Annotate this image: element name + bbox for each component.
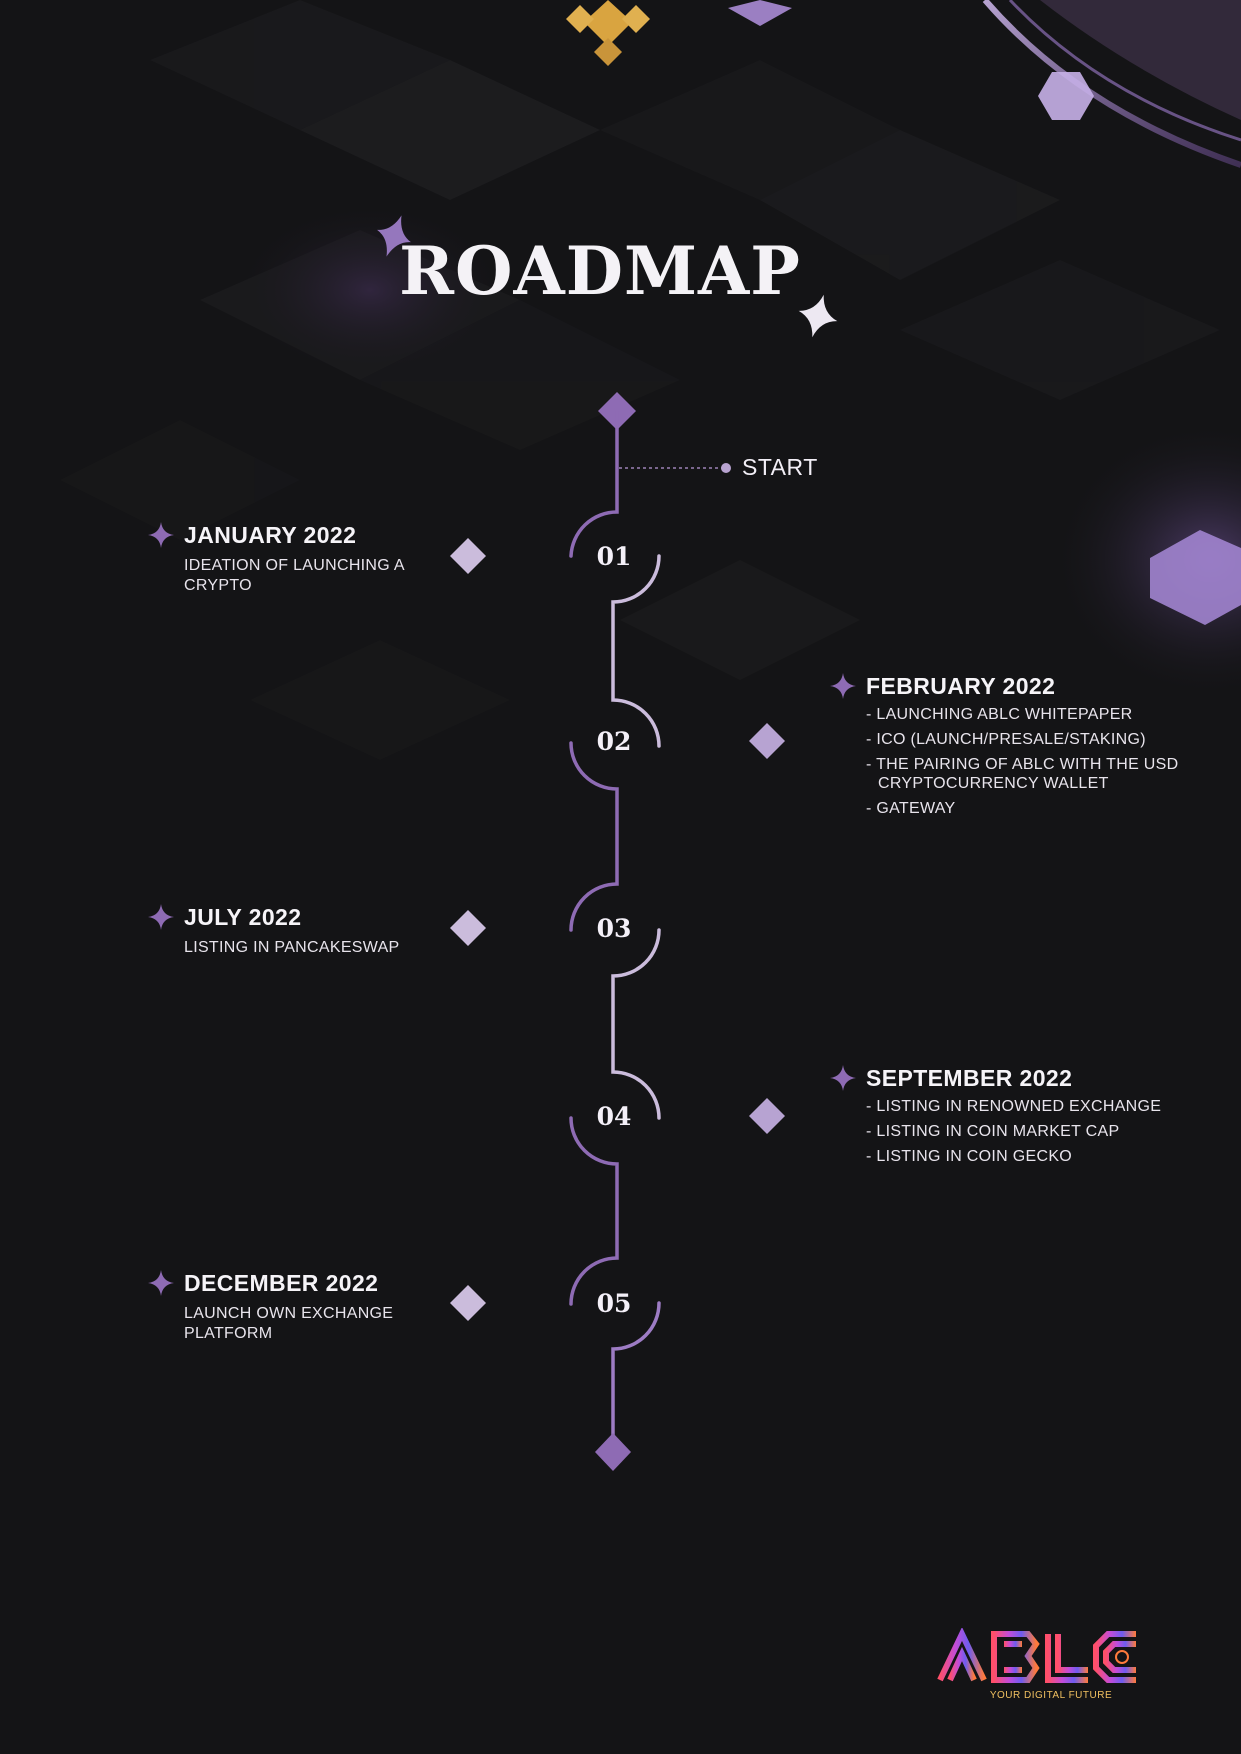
milestone-number: 05 <box>596 1289 632 1318</box>
diamond-marker-icon <box>749 1098 785 1134</box>
four-point-star-icon <box>148 522 174 548</box>
four-point-star-icon <box>148 904 174 930</box>
page-title: ROADMAP <box>399 232 801 310</box>
four-point-star-icon <box>377 215 411 257</box>
diamond-marker-icon <box>595 1433 631 1471</box>
milestone-item-list: LAUNCHING ABLC WHITEPAPER ICO (LAUNCH/PR… <box>866 705 1196 818</box>
milestone-number: 03 <box>596 914 632 943</box>
milestone-item: LAUNCHING ABLC WHITEPAPER <box>866 705 1196 724</box>
milestone-date: FEBRUARY 2022 <box>866 673 1056 699</box>
four-point-star-icon <box>830 1065 856 1091</box>
milestone-number: 01 <box>596 542 632 571</box>
milestone-description: LAUNCH OWN EXCHANGE PLATFORM <box>184 1305 394 1342</box>
background-glow <box>230 200 510 380</box>
milestone-september: SEPTEMBER 2022 LISTING IN RENOWNED EXCHA… <box>830 1065 1206 1172</box>
timeline-path <box>466 409 767 1452</box>
milestone-february: FEBRUARY 2022 LAUNCHING ABLC WHITEPAPER … <box>830 673 1196 824</box>
diamond-marker-icon <box>450 538 486 574</box>
milestone-date: JULY 2022 <box>184 904 302 930</box>
milestone-description: IDEATION OF LAUNCHING A CRYPTO <box>184 557 404 594</box>
binance-logo-icon <box>566 0 650 66</box>
start-dot <box>721 463 731 473</box>
milestone-item: ICO (LAUNCH/PRESALE/STAKING) <box>866 730 1196 749</box>
four-point-star-icon <box>798 294 838 338</box>
diamond-marker-icon <box>450 1285 486 1321</box>
logo-tagline: YOUR DIGITAL FUTURE <box>989 1690 1113 1701</box>
hexagon-icon <box>1038 72 1094 120</box>
four-point-star-icon <box>148 1270 174 1296</box>
milestone-july: JULY 2022 LISTING IN PANCAKESWAP <box>148 904 444 958</box>
milestone-january: JANUARY 2022 IDEATION OF LAUNCHING A CRY… <box>148 522 444 596</box>
milestone-december: DECEMBER 2022 LAUNCH OWN EXCHANGE PLATFO… <box>148 1270 434 1344</box>
start-label: START <box>742 454 818 480</box>
milestone-date: DECEMBER 2022 <box>184 1270 379 1296</box>
milestone-date: JANUARY 2022 <box>184 522 357 548</box>
right-purple-cube <box>1150 530 1241 625</box>
milestone-number: 02 <box>596 727 632 756</box>
diamond-marker-icon <box>749 723 785 759</box>
milestone-item: GATEWAY <box>866 799 1196 818</box>
milestone-date: SEPTEMBER 2022 <box>866 1065 1073 1091</box>
milestone-description: LISTING IN PANCAKESWAP <box>184 939 400 956</box>
background-glow <box>1050 420 1241 700</box>
diamond-marker-icon <box>450 910 486 946</box>
ring-decoration <box>982 0 1241 168</box>
four-point-star-icon <box>830 673 856 699</box>
milestone-item: LISTING IN RENOWNED EXCHANGE <box>866 1097 1206 1116</box>
background-cubes <box>60 0 1220 760</box>
milestone-item-list: LISTING IN RENOWNED EXCHANGE LISTING IN … <box>866 1097 1206 1166</box>
top-purple-cube <box>728 0 792 26</box>
milestone-number: 04 <box>596 1102 632 1131</box>
milestone-item: LISTING IN COIN GECKO <box>866 1147 1206 1166</box>
milestone-item: LISTING IN COIN MARKET CAP <box>866 1122 1206 1141</box>
ablc-logo <box>937 1628 1136 1683</box>
logo-emblem <box>1115 1650 1129 1664</box>
milestone-item: THE PAIRING OF ABLC WITH THE USD CRYPTOC… <box>866 755 1196 793</box>
